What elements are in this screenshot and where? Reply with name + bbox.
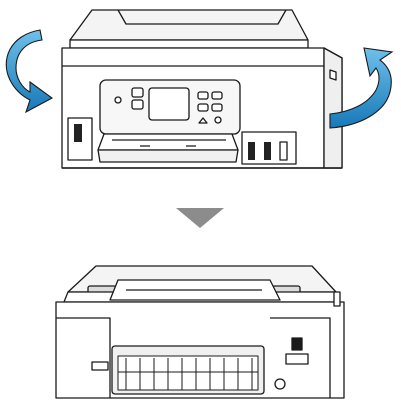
side-slot bbox=[333, 291, 341, 307]
step-transition-arrow bbox=[176, 208, 224, 228]
lan-port bbox=[285, 353, 309, 365]
rotation-arrow-right bbox=[329, 47, 394, 129]
transport-unit bbox=[117, 355, 259, 391]
panel-button bbox=[211, 103, 223, 112]
panel-button bbox=[131, 87, 144, 98]
paper-output-tray bbox=[97, 133, 239, 151]
lcd-screen bbox=[148, 87, 190, 121]
panel-button bbox=[214, 116, 222, 124]
panel-button bbox=[197, 103, 209, 112]
usb-port bbox=[291, 337, 303, 351]
ink-tanks-color bbox=[241, 131, 297, 165]
panel-button bbox=[197, 91, 209, 100]
panel-button bbox=[131, 99, 144, 110]
power-button bbox=[114, 96, 122, 104]
printer-rear-view bbox=[55, 265, 345, 399]
rear-foot bbox=[91, 361, 109, 371]
ink-tank-black bbox=[74, 124, 82, 142]
rotation-arrow-left bbox=[5, 29, 54, 114]
printer-front-view bbox=[61, 9, 343, 169]
scanner-lid bbox=[69, 9, 309, 41]
power-connector bbox=[274, 378, 286, 390]
panel-button bbox=[211, 91, 223, 100]
